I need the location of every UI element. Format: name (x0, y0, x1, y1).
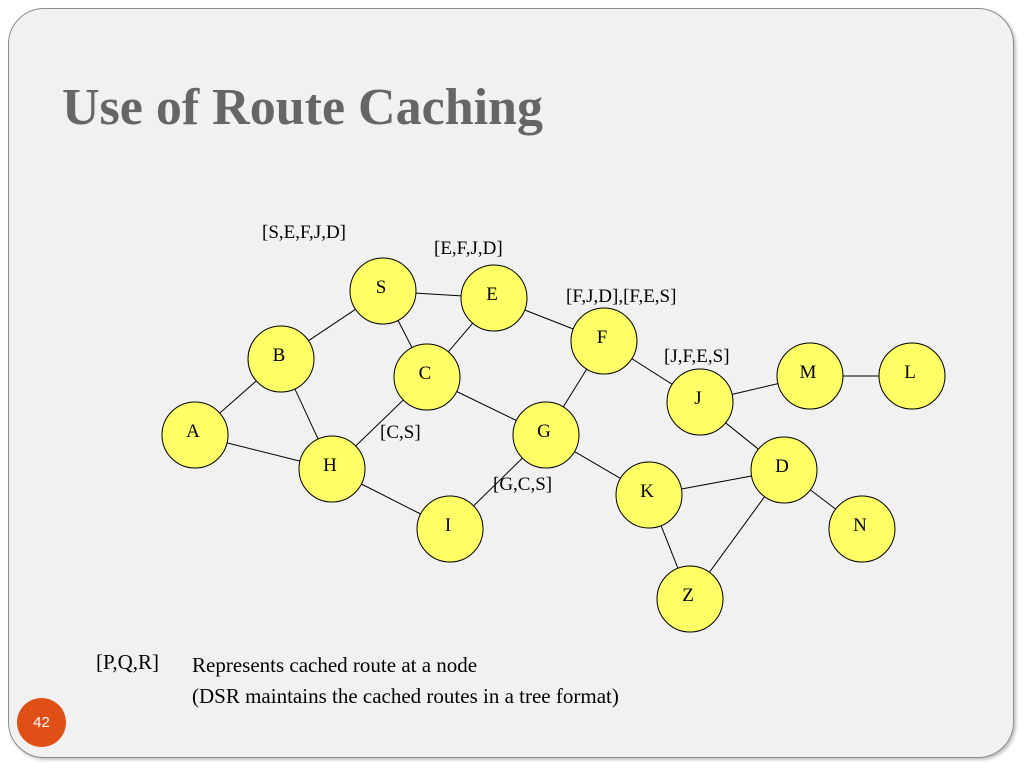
edge-f-g (562, 368, 588, 408)
node-label: D (775, 456, 789, 477)
node-label: K (640, 481, 654, 502)
node-i: I (416, 495, 484, 563)
route-cache-s: [S,E,F,J,D] (262, 222, 346, 243)
slide-frame (8, 8, 1014, 758)
edge-s-b (308, 308, 356, 342)
edge-a-h (226, 442, 301, 462)
node-label: H (323, 455, 337, 476)
edge-c-g (456, 391, 517, 421)
route-cache-g: [G,C,S] (493, 474, 552, 495)
node-circle (666, 368, 734, 436)
edge-j-m (731, 383, 779, 395)
edge-e-c (447, 322, 474, 353)
node-circle (828, 495, 896, 563)
node-h: H (298, 435, 366, 503)
node-circle (750, 436, 818, 504)
node-n: N (828, 495, 896, 563)
edge-k-z (660, 525, 679, 569)
edge-h-i (361, 483, 421, 515)
node-circle (349, 257, 417, 325)
node-label: S (376, 277, 387, 298)
node-b: B (247, 325, 315, 393)
route-cache-c: [C,S] (380, 422, 421, 443)
edge-z-d (708, 496, 766, 573)
node-f: F (570, 307, 638, 375)
nodes-group: S E F B C M L J A G H D K I N Z (161, 257, 946, 633)
node-label: Z (682, 585, 694, 606)
edge-s-c (397, 320, 413, 348)
route-cache-j: [J,F,E,S] (664, 346, 730, 367)
edge-g-k (574, 451, 621, 479)
node-circle (393, 343, 461, 411)
node-circle (460, 264, 528, 332)
legend-description: Represents cached route at a node (DSR m… (192, 650, 619, 712)
node-z: Z (656, 565, 724, 633)
edge-j-d (725, 422, 759, 450)
edge-s-e (415, 292, 462, 297)
edge-g-i (473, 457, 523, 507)
edge-e-f (524, 309, 574, 330)
node-j: J (666, 368, 734, 436)
node-k: K (615, 461, 683, 529)
node-circle (570, 307, 638, 375)
edge-c-h (355, 399, 404, 447)
node-circle (776, 342, 844, 410)
route-cache-labels: [S,E,F,J,D] [E,F,J,D] [F,J,D],[F,E,S] [J,F,… (262, 222, 730, 495)
node-e: E (460, 264, 528, 332)
node-label: A (186, 421, 200, 442)
node-g: G (512, 401, 580, 469)
node-c: C (393, 343, 461, 411)
node-m: M (776, 342, 844, 410)
node-label: I (445, 515, 451, 536)
node-label: M (800, 362, 817, 383)
slide-title: Use of Route Caching (62, 79, 543, 136)
node-s: S (349, 257, 417, 325)
edge-b-h (294, 388, 319, 440)
legend-line-2: (DSR maintains the cached routes in a tr… (192, 684, 619, 708)
node-circle (512, 401, 580, 469)
node-circle (161, 401, 229, 469)
node-l: L (878, 342, 946, 410)
edges-group (219, 292, 879, 573)
edge-d-n (809, 489, 837, 510)
node-label: E (486, 284, 498, 305)
node-label: J (694, 388, 701, 409)
node-label: B (273, 345, 286, 366)
node-circle (298, 435, 366, 503)
node-circle (247, 325, 315, 393)
legend-key: [P,Q,R] (96, 650, 160, 674)
node-circle (416, 495, 484, 563)
node-label: F (597, 327, 608, 348)
node-label: N (853, 515, 867, 536)
node-circle (615, 461, 683, 529)
node-circle (656, 565, 724, 633)
edge-f-j (631, 358, 673, 385)
edge-b-a (219, 380, 257, 414)
node-label: L (904, 362, 916, 383)
legend-line-1: Represents cached route at a node (192, 653, 478, 677)
node-label: G (537, 421, 551, 442)
route-cache-f: [F,J,D],[F,E,S] (566, 286, 676, 307)
route-cache-e: [E,F,J,D] (434, 238, 503, 259)
page-number-badge: 42 (17, 698, 66, 747)
edge-k-d (681, 475, 752, 490)
node-label: C (419, 363, 432, 384)
node-circle (878, 342, 946, 410)
node-a: A (161, 401, 229, 469)
node-d: D (750, 436, 818, 504)
